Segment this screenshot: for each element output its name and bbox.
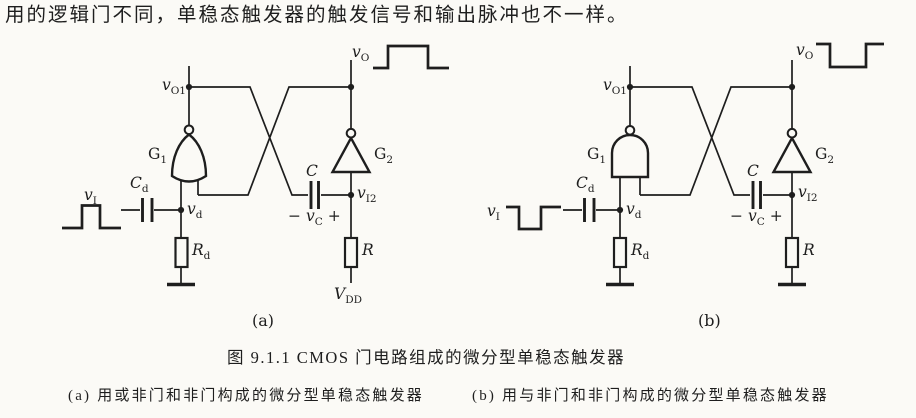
inverter-g2-bubble-icon: [786, 127, 798, 139]
capacitor-label-cd: Cd: [576, 174, 595, 195]
node-label-vo1: vO1: [602, 76, 627, 97]
capacitor-c-icon: [751, 181, 762, 209]
resistor-r-icon: [784, 236, 800, 269]
node-label-vi2: vI2: [357, 184, 377, 205]
junction-dot: [185, 83, 193, 91]
nor-gate-g1-icon: [170, 132, 208, 183]
junction-dots: [177, 83, 355, 214]
circuit-a: [62, 44, 449, 287]
circuit-b-wires: [563, 60, 793, 284]
junction-dot: [788, 83, 796, 91]
vo-waveform-negative-pulse-icon: [816, 42, 884, 69]
intro-paragraph: 用的逻辑门不同，单稳态触发器的触发信号和输出脉冲也不一样。: [5, 5, 629, 26]
junction-dot: [616, 206, 624, 214]
node-label-vd: vd: [187, 200, 203, 221]
resistor-r-icon: [343, 236, 359, 269]
junction-dot: [177, 206, 185, 214]
figure-caption-a: (a) 用或非门和非门构成的微分型单稳态触发器: [68, 388, 424, 404]
junction-dot: [347, 191, 355, 199]
figure-caption-b: (b) 用与非门和非门构成的微分型单稳态触发器: [472, 388, 829, 404]
gate-label-g1: G1: [148, 145, 168, 166]
resistor-label-r: R: [362, 241, 374, 259]
circuit-a-wires: [121, 60, 352, 284]
capacitor-polarity-vc: − vC +: [730, 207, 783, 228]
figure-caption-title: 图 9.1.1 CMOS 门电路组成的微分型单稳态触发器: [227, 348, 626, 367]
gate-label-g2: G2: [374, 145, 394, 166]
subfigure-tag-b: (b): [698, 311, 721, 330]
inverter-g2-icon: [771, 135, 813, 174]
capacitor-cd-icon: [583, 198, 596, 222]
inverter-g2-bubble-icon: [345, 127, 357, 139]
resistor-rd-icon: [612, 236, 628, 269]
resistor-label-rd: Rd: [192, 241, 211, 262]
gate-label-g1: G1: [587, 145, 607, 166]
capacitor-label-cd: Cd: [130, 174, 149, 195]
junction-dots: [616, 83, 796, 214]
capacitor-cd-icon: [141, 198, 154, 222]
nand-gate-g1-bubble-icon: [624, 125, 636, 136]
input-label-vi: vI: [487, 202, 500, 223]
resistor-rd-icon: [174, 236, 189, 269]
capacitor-polarity-vc: − vC +: [288, 207, 341, 228]
nor-gate-g1-bubble-icon: [183, 124, 195, 136]
capacitor-label-c: C: [306, 162, 318, 180]
vi-waveform-negative-pulse-icon: [506, 205, 561, 231]
resistor-label-r: R: [803, 241, 815, 259]
supply-label-vdd: VDD: [334, 285, 363, 306]
node-label-vo1: vO1: [161, 76, 186, 97]
junction-dot: [788, 191, 796, 199]
resistor-label-rd: Rd: [631, 241, 650, 262]
capacitor-c-icon: [309, 181, 320, 209]
node-label-vo: vO: [352, 43, 370, 64]
vo-waveform-positive-pulse-icon: [373, 44, 449, 70]
node-label-vo: vO: [796, 41, 814, 62]
node-label-vd: vd: [626, 200, 642, 221]
gate-label-g2: G2: [815, 145, 835, 166]
inverter-g2-icon: [330, 135, 372, 174]
subfigure-tag-a: (a): [252, 311, 275, 330]
circuit-b: [506, 42, 884, 287]
input-label-vi: vI: [84, 186, 97, 207]
nand-gate-g1-icon: [610, 133, 650, 179]
vi-waveform-positive-pulse-icon: [62, 204, 121, 230]
junction-dot: [626, 83, 634, 91]
node-label-vi2: vI2: [798, 183, 818, 204]
junction-dot: [347, 83, 355, 91]
capacitor-label-c: C: [747, 162, 759, 180]
